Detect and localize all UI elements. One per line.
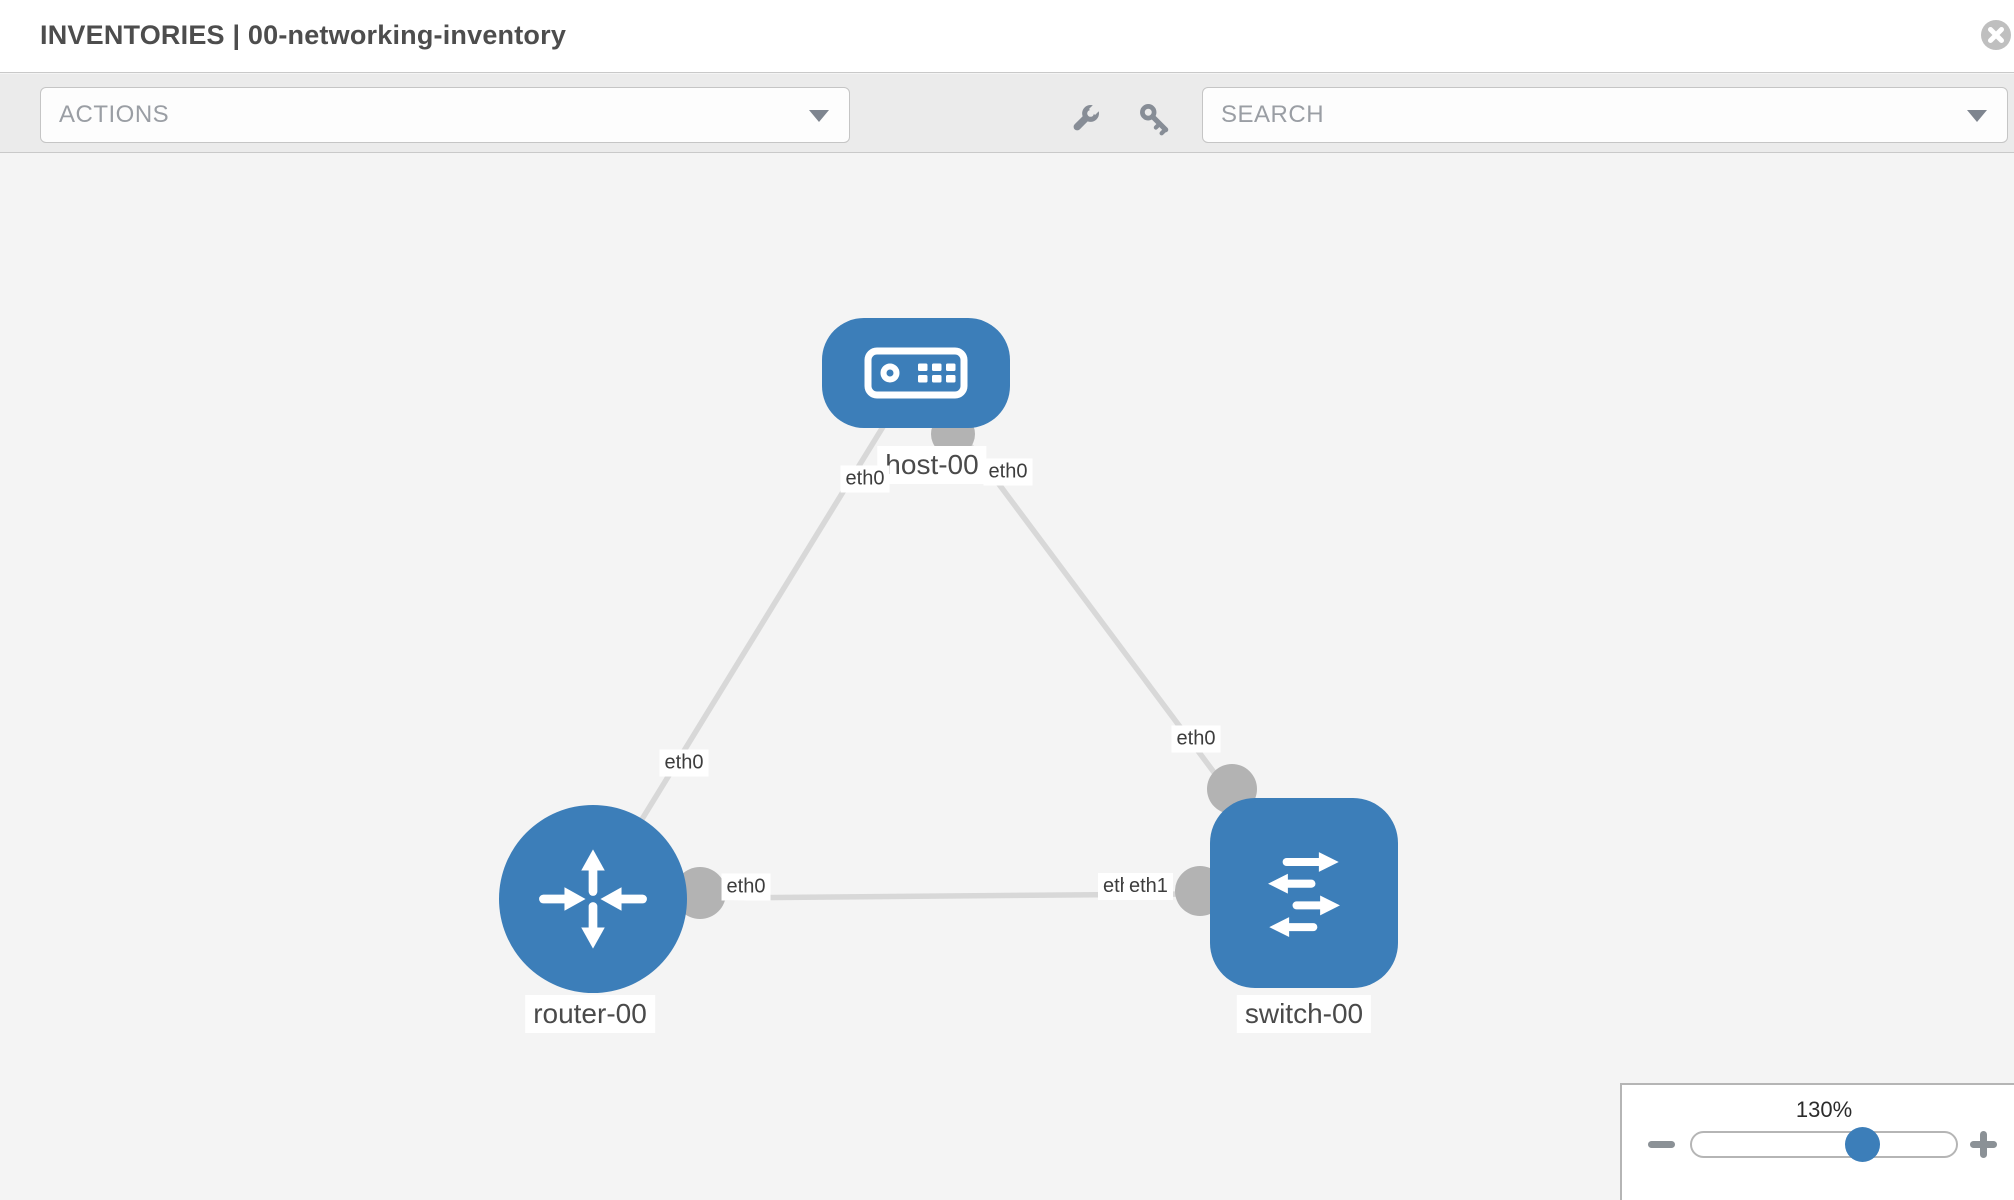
wrench-icon	[1073, 102, 1102, 131]
router-icon	[539, 849, 647, 949]
chevron-down-icon	[1967, 110, 1987, 122]
link-host-router[interactable]	[590, 371, 919, 901]
zoom-in-button[interactable]	[1966, 1127, 2002, 1163]
header-bar: INVENTORIES | 00-networking-inventory	[0, 0, 2014, 73]
configure-button[interactable]	[1067, 101, 1103, 137]
zoom-level-value: 130%	[1795, 1097, 1853, 1122]
node-label-router: router-00	[525, 995, 655, 1033]
topology-canvas[interactable]: host-00 router-00 switch-00 eth0 eth0 et…	[0, 154, 2014, 1200]
interface-label: eth0	[721, 873, 771, 901]
node-host[interactable]	[822, 318, 1010, 428]
key-icon	[1140, 104, 1169, 136]
interface-label: eth0	[840, 465, 890, 493]
toolbar: ACTIONS SEARCH	[0, 74, 2014, 153]
interface-label: eth0	[659, 749, 709, 777]
actions-dropdown-label: ACTIONS	[59, 101, 170, 128]
interface-label: eth0	[983, 458, 1033, 486]
zoom-widget: 130%	[1620, 1083, 2014, 1200]
zoom-slider-track[interactable]	[1690, 1131, 1958, 1158]
zoom-slider-thumb[interactable]	[1845, 1127, 1880, 1162]
node-switch[interactable]	[1210, 798, 1398, 988]
page-title: INVENTORIES | 00-networking-inventory	[40, 20, 567, 50]
plus-icon	[1980, 1131, 1987, 1158]
node-router[interactable]	[499, 805, 687, 993]
interface-dot-router	[674, 867, 726, 919]
switch-icon	[1268, 852, 1340, 938]
actions-dropdown[interactable]: ACTIONS	[40, 87, 850, 143]
interface-label: eth0	[1171, 725, 1221, 753]
node-label-host: host-00	[877, 446, 987, 484]
close-button[interactable]	[1980, 19, 2012, 51]
node-label-switch: switch-00	[1236, 995, 1372, 1033]
close-icon	[1981, 20, 2011, 50]
server-icon	[864, 347, 968, 399]
search-input[interactable]: SEARCH	[1221, 101, 1325, 128]
interface-label: eth1	[1124, 873, 1173, 900]
search-dropdown[interactable]: SEARCH	[1202, 87, 2008, 143]
chevron-down-icon	[809, 110, 829, 122]
credentials-button[interactable]	[1137, 101, 1173, 137]
zoom-out-button[interactable]	[1648, 1141, 1675, 1148]
